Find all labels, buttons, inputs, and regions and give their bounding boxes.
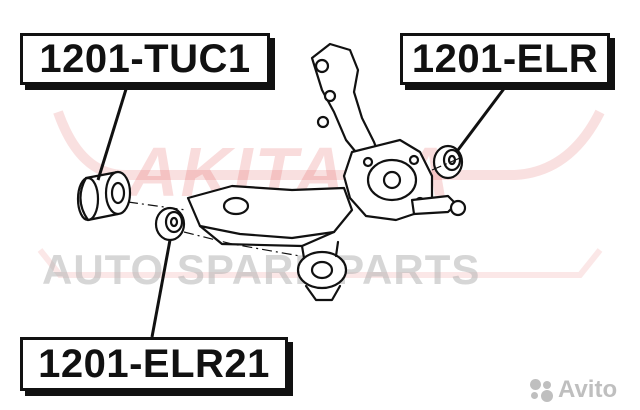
knuckle-upper-arm: [310, 42, 382, 164]
leader-elr21: [150, 239, 172, 338]
ball-joint-stud: [410, 194, 458, 216]
center-line-tuc1: [127, 201, 187, 211]
watermark-tagline: AUTO SPARE PARTS: [42, 246, 481, 293]
part-label-elr21: 1201-ELR21: [20, 337, 288, 391]
part-label-elr: 1201-ELR: [400, 33, 610, 85]
leader-elr: [456, 85, 508, 151]
avito-logo-icon: [528, 377, 554, 403]
center-line-elr: [431, 157, 461, 171]
center-line-elr21: [183, 231, 301, 257]
avito-badge: Avito: [528, 376, 617, 404]
avito-badge-text: Avito: [558, 376, 618, 403]
part-label-tuc1: 1201-TUC1: [20, 33, 270, 85]
lower-control-arm: [186, 184, 354, 240]
leader-tuc1: [96, 85, 129, 181]
